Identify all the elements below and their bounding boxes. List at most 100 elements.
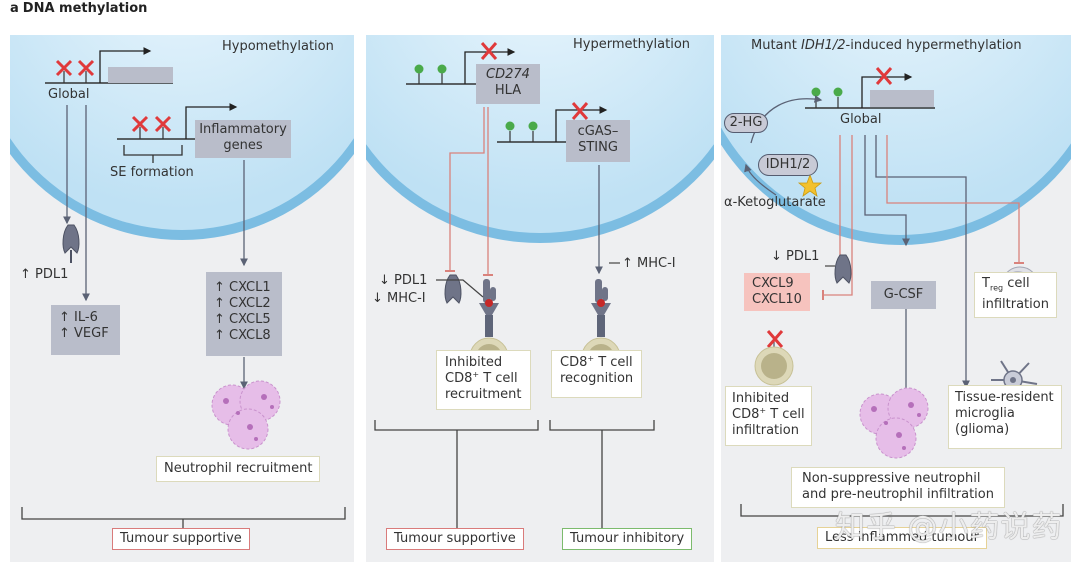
outcome-tumour-supportive: Tumour supportive [386,528,524,550]
neutrophil-line2: and pre-neutrophil infiltration [802,487,994,502]
figure-title-text: DNA methylation [22,1,148,16]
transcription-arrow [464,48,516,84]
cxcl9-label: CXCL9 [752,276,794,291]
cd8-text: CD8 [560,355,588,370]
microglia-line1: Tissue-resident [955,390,1054,405]
pdl1-down-label: ↓ PDL1 [771,249,820,264]
cxcl10-label: CXCL10 [752,292,802,307]
mhc-down-label: ↓ MHC-I [372,291,426,306]
neutrophil-infiltration-box: Non-suppressive neutrophil and pre-neutr… [791,467,1005,508]
mhc-up-label: ↑ MHC-I [622,256,676,271]
global-label: Global [48,87,90,102]
red-x-icon [55,59,73,77]
inhibited-infiltration-box: Inhibited CD8+ T cell infiltration [725,386,812,446]
methyl-group-icon [833,87,843,97]
recognition-line1: CD8+ T cell [560,355,633,371]
neutrophil-cluster-icon [859,387,929,459]
cd8-text: CD8 [732,407,760,422]
inflammatory-genes-line1: Inflammatory [199,122,287,137]
outcome-tumour-supportive: Tumour supportive [112,528,250,550]
hypomethylation-heading: Hypomethylation [222,39,334,54]
cd8-sup: + [472,370,480,379]
il6-vegf-box: ↑ IL-6 ↑ VEGF [51,305,120,355]
neutrophil-recruitment-box: Neutrophil recruitment [156,456,321,482]
microglia-line2: microglia [955,406,1015,421]
global-label: Global [840,112,882,127]
inhibited-line3: recruitment [445,387,522,402]
cxcl2-label: ↑ CXCL2 [214,296,271,311]
microglia-line3: (glioma) [955,422,1010,437]
red-x-icon [480,42,498,60]
inhibited-recruitment-box: Inhibited CD8+ T cell recruitment [436,350,531,410]
red-x-icon [571,102,589,120]
inhibited-line3: infiltration [732,423,799,438]
pdl1-up-label: ↑ PDL1 [20,267,69,282]
panel-idh-hypermethylation: Mutant IDH1/2-induced hypermethylation G… [721,35,1071,562]
2hg-metabolite: 2-HG [724,113,768,133]
cd274-hla-box: CD274 HLA [476,64,540,104]
inhibited-line1: Inhibited [732,391,790,406]
vegf-label: ↑ VEGF [59,326,109,341]
outcome-tumour-inhibitory: Tumour inhibitory [562,528,693,550]
transcription-arrow [185,103,238,139]
recognition-box: CD8+ T cell recognition [551,350,643,398]
watermark: 知乎 @小药说药 [835,510,1063,545]
neutrophil-cluster-icon [211,380,281,450]
panel3-graphics [721,35,1071,517]
reg-sub: reg [989,283,1004,293]
cgas-sting-box: cGAS– STING [566,120,630,162]
panel-letter: a [10,1,19,16]
cxcl9-cxcl10-box: CXCL9 CXCL10 [744,273,810,311]
red-x-icon [154,115,172,133]
tcell-text: T cell [594,355,633,370]
tcell-text: T cell [766,407,805,422]
heading-italic: IDH1/2 [801,38,846,53]
inflammatory-genes-line2: genes [223,138,263,153]
gcsf-box: G-CSF [871,281,936,309]
outcome-bracket [549,420,655,431]
treg-line2: infiltration [982,296,1049,312]
methyl-group-icon [437,64,447,74]
cxcl1-label: ↑ CXCL1 [214,280,271,295]
red-x-icon [131,115,149,133]
microglia-box: Tissue-resident microglia (glioma) [948,385,1062,449]
hypermethylation-heading: Hypermethylation [573,37,691,52]
heading-prefix: Mutant [751,38,801,53]
outcome-bracket [374,420,539,431]
inhibited-line1: Inhibited [445,355,503,370]
tcell-text: T cell [479,371,518,386]
gene-box [870,90,934,107]
cxcl5-label: ↑ CXCL5 [214,312,271,327]
outcome-bracket [21,507,346,520]
panel-hypermethylation: Hypermethylation CD274 HLA cGAS– STING ↓… [366,35,714,562]
inhibited-line2: CD8+ T cell [732,407,805,423]
red-x-icon [875,67,893,85]
cd8-tcell-icon [754,346,794,386]
idh-heading: Mutant IDH1/2-induced hypermethylation [751,38,1022,53]
t-text: T [982,276,990,291]
mutation-star-icon [797,173,823,197]
treg-line1: Treg cell [982,276,1049,297]
methyl-group-icon [528,121,538,131]
neutrophil-line1: Non-suppressive neutrophil [802,471,981,486]
cd8-sup: + [587,354,595,363]
gene-box [108,67,173,83]
pdl1-down-label: ↓ PDL1 [379,273,428,288]
sting-label: STING [578,140,618,155]
il6-label: ↑ IL-6 [59,310,98,325]
cd8-sup: + [759,406,767,415]
hla-label: HLA [494,83,522,98]
transcription-arrow [99,47,152,83]
transcription-arrow [861,73,913,108]
cd274-label: CD274 [486,67,530,82]
red-x-icon [77,59,95,77]
se-formation-label: SE formation [110,165,194,180]
alpha-ketoglutarate-label: α-Ketoglutarate [724,195,826,210]
cxcl-box: ↑ CXCL1 ↑ CXCL2 ↑ CXCL5 ↑ CXCL8 [206,272,282,356]
cd8-text: CD8 [445,371,473,386]
recognition-line2: recognition [560,371,634,386]
methyl-group-icon [505,121,515,131]
methyl-group-icon [811,87,821,97]
panel1-graphics [10,35,354,528]
